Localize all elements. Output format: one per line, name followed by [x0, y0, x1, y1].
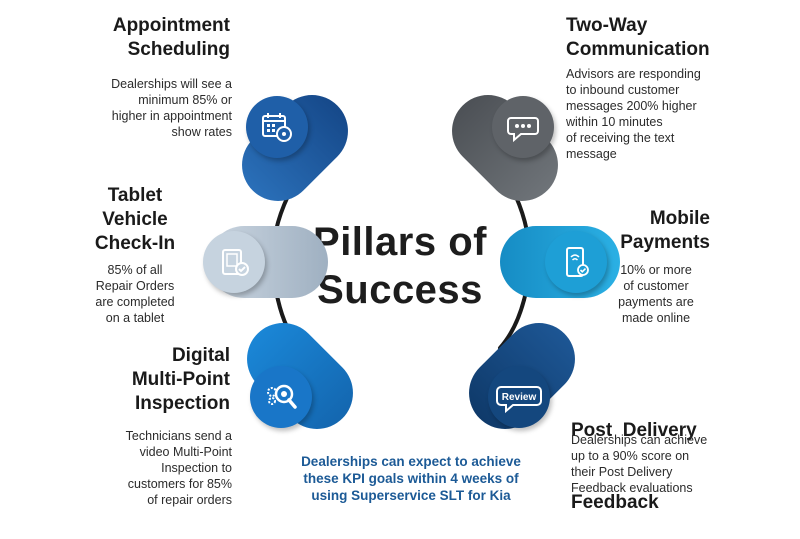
tablet-check-icon — [217, 245, 251, 279]
pillar-title-appointment: Appointment Scheduling — [112, 15, 230, 60]
review-bubble-icon: Review — [495, 380, 543, 414]
pillar-desc-communication: Advisors are responding to inbound custo… — [566, 67, 701, 161]
pillar-title-inspection: Digital Multi-Point Inspection — [131, 345, 230, 414]
svg-text:Review: Review — [502, 392, 537, 403]
pillar-disc-tablet — [203, 231, 265, 293]
pillar-disc-mobile — [545, 231, 607, 293]
pillar-desc-inspection: Technicians send a video Multi-Point Ins… — [125, 429, 232, 507]
pillar-disc-feedback: Review — [488, 366, 550, 428]
pillar-title-mobile: Mobile Payments — [620, 208, 710, 253]
mobile-payment-icon — [559, 245, 593, 279]
calendar-brain-icon — [260, 110, 294, 144]
pillars-title: Pillars of Success — [290, 218, 510, 314]
pillar-desc-appointment: Dealerships will see a minimum 85% or hi… — [111, 77, 232, 139]
gears-magnifier-icon — [263, 379, 299, 415]
title-line-1: Pillars of — [313, 220, 487, 264]
pillar-disc-inspection — [250, 366, 312, 428]
pillar-title-tablet: Tablet Vehicle Check-In — [94, 185, 176, 254]
footer-note: Dealerships can expect to achieve these … — [301, 454, 521, 503]
pillar-desc-tablet: 85% of all Repair Orders are completed o… — [95, 263, 175, 325]
pillar-title-communication: Two-Way Communication — [566, 15, 710, 60]
pillar-desc-feedback: Dealerships can achieve up to a 90% scor… — [571, 433, 708, 495]
pillar-title-feedback: Post Delivery Feedback — [571, 420, 697, 513]
pillar-desc-mobile: 10% or more of customer payments are mad… — [618, 263, 694, 325]
pillar-disc-communication — [492, 96, 554, 158]
chat-bubble-icon — [506, 110, 540, 144]
pillar-disc-appointment — [246, 96, 308, 158]
title-line-2: Success — [317, 268, 483, 312]
